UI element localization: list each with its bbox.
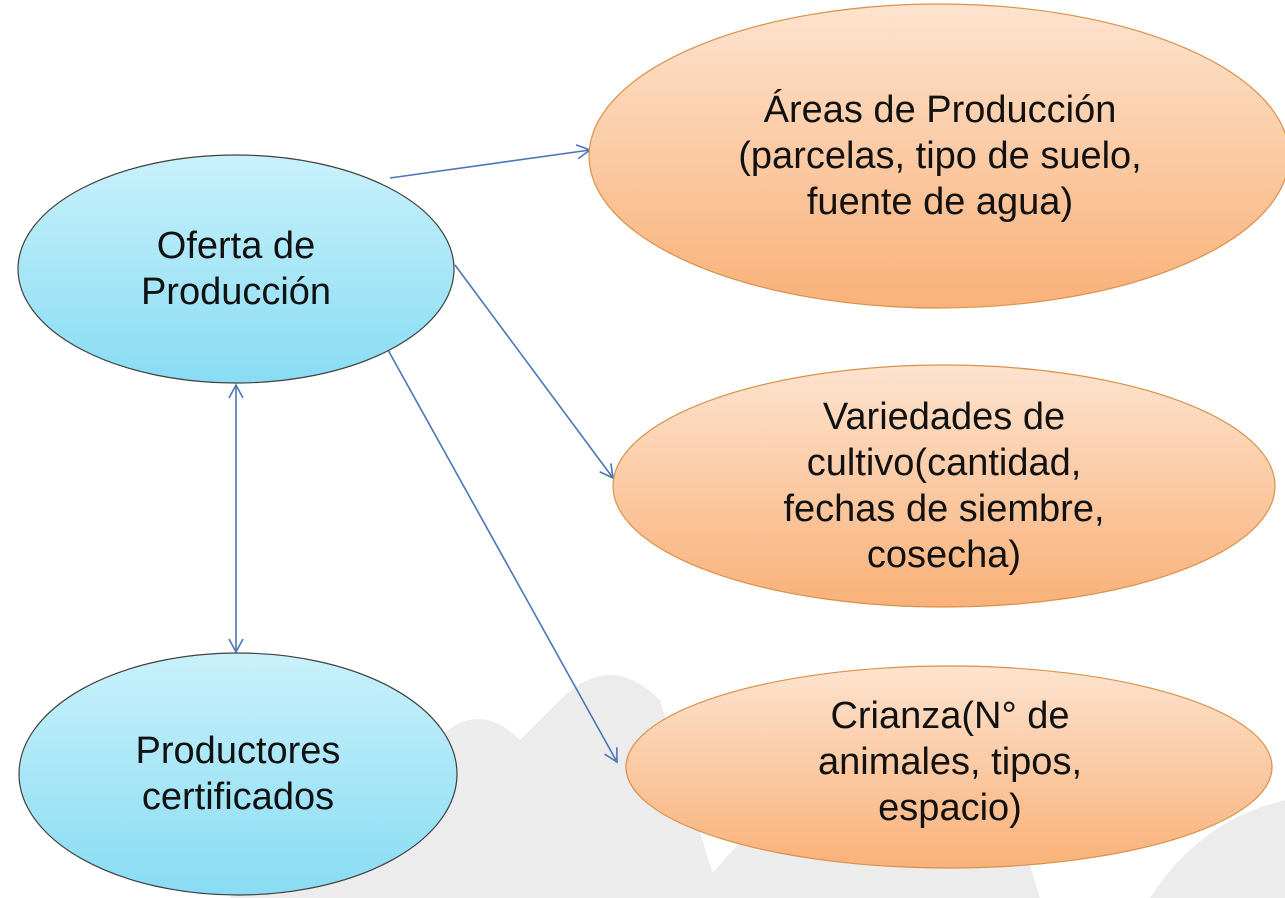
edge-oferta-to-areas: [389, 144, 592, 179]
node-productores-ellipse: [18, 652, 458, 896]
edge-oferta-to-variedades: [454, 264, 615, 480]
edge-oferta-to-crianza: [387, 349, 618, 764]
node-variedades-ellipse: [612, 364, 1276, 608]
node-oferta-ellipse: [17, 154, 455, 384]
node-crianza-ellipse: [625, 665, 1273, 869]
connectors: [228, 144, 618, 764]
node-areas-ellipse: [588, 3, 1285, 309]
